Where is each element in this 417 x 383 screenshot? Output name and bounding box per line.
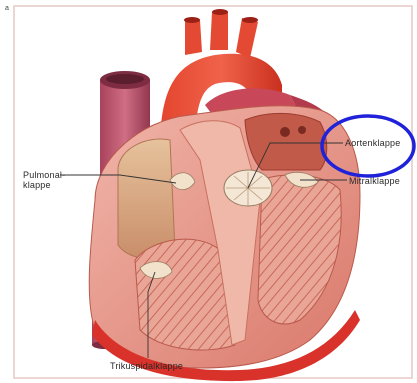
panel-letter: a [5,4,9,14]
label-mitral-valve: Mitralklappe [349,176,400,186]
label-pulmonary-line1: Pulmonal- [23,170,65,180]
pulmonary-vein-opening [280,127,290,137]
label-tricuspid-valve: Trikuspidalklappe [110,361,183,371]
label-aortic-valve: Aortenklappe [345,138,400,148]
label-pulmonary-valve: Pulmonal- klappe [23,170,65,190]
right-atrium [118,139,175,258]
label-pulmonary-line2: klappe [23,180,65,190]
pulmonary-vein-opening [298,126,306,134]
left-atrium [245,113,327,170]
